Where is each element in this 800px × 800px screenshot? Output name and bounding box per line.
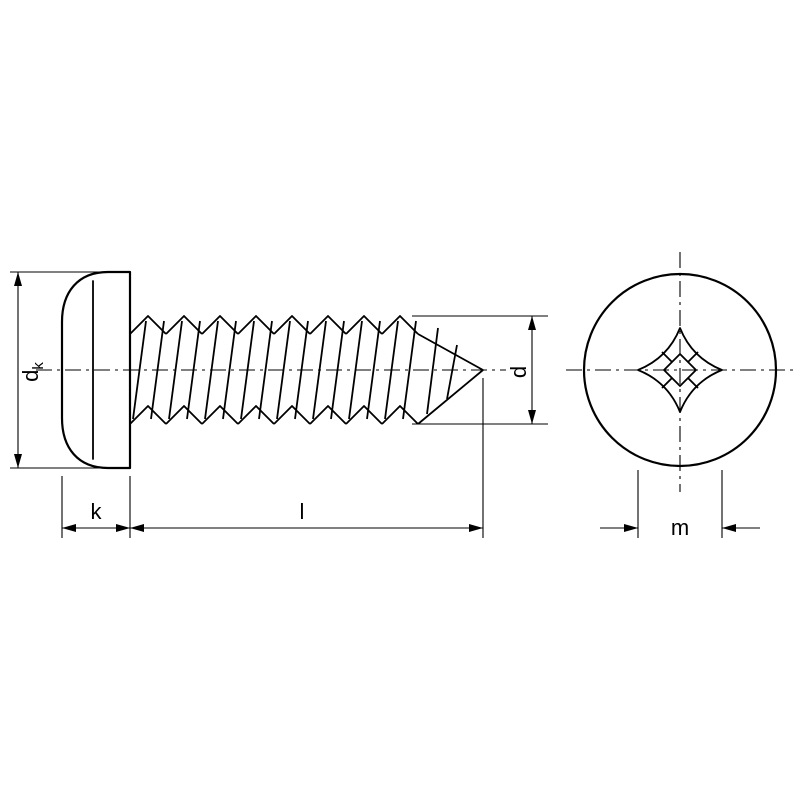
screw-head-outline	[60, 270, 132, 470]
cone-flank-line	[426, 327, 439, 415]
arrowhead	[469, 524, 483, 532]
arrowhead	[528, 410, 536, 424]
arrowhead	[528, 316, 536, 330]
front-view	[566, 252, 794, 492]
dimension-length: l	[130, 378, 484, 538]
dimension-head-height: k	[61, 476, 131, 538]
arrowhead	[14, 272, 22, 286]
phillips-recess-star	[637, 327, 723, 413]
side-view	[36, 270, 506, 470]
cone-flank-line	[446, 344, 458, 400]
phillips-flank-tick	[687, 351, 699, 363]
phillips-flank-tick	[661, 351, 673, 363]
dimension-recess-width: m	[600, 470, 760, 540]
arrowhead	[14, 454, 22, 468]
dimension-label-dk: dk	[18, 362, 47, 382]
dimension-thread-diameter: d	[412, 315, 548, 425]
dimension-label-m: m	[671, 515, 689, 540]
phillips-flank-tick	[687, 377, 699, 389]
head-circle	[582, 272, 778, 468]
phillips-recess-core	[663, 353, 697, 387]
phillips-flank-tick	[661, 377, 673, 389]
dimension-head-diameter: dk	[10, 271, 125, 469]
arrowhead	[130, 524, 144, 532]
arrowhead	[62, 524, 76, 532]
dimension-label-k: k	[91, 499, 103, 524]
dimension-label-l: l	[300, 499, 305, 524]
arrowhead	[624, 524, 638, 532]
arrowhead	[722, 524, 736, 532]
dimension-label-d: d	[506, 366, 531, 378]
tip-cone	[417, 327, 484, 425]
arrowhead	[116, 524, 130, 532]
